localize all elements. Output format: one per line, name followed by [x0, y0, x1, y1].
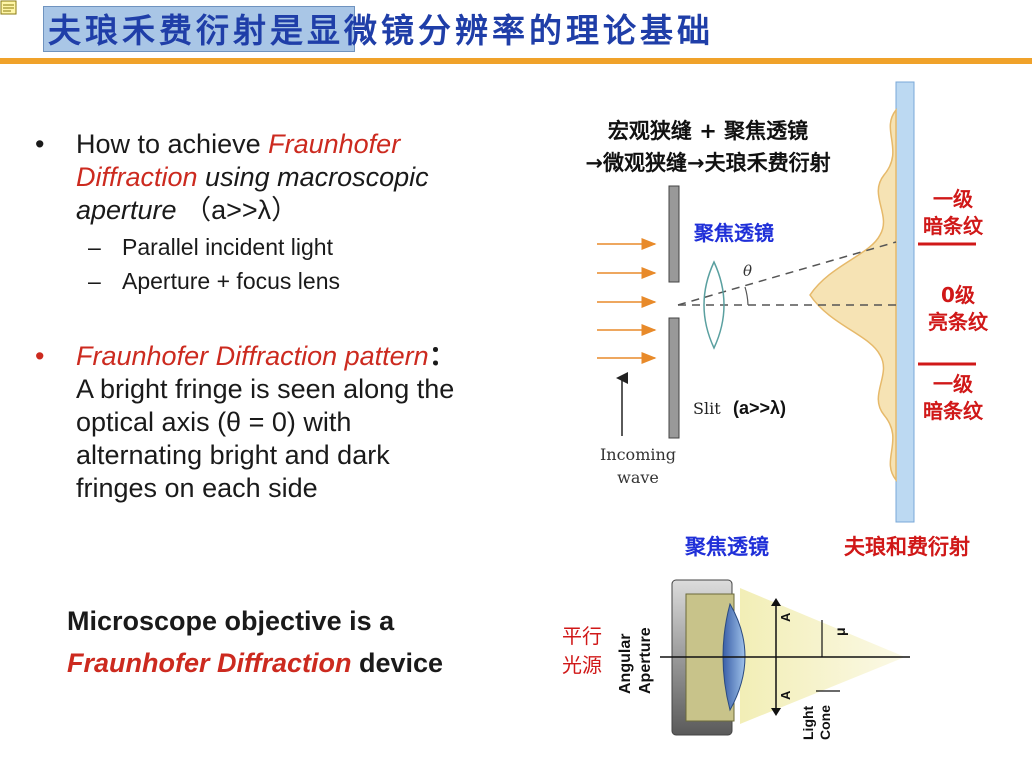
bottom-line-2-red: Fraunhofer Diffraction: [67, 648, 352, 678]
sub-dash-2: –: [88, 268, 101, 294]
a-top-label: A: [778, 612, 793, 622]
mu-label: μ: [832, 627, 848, 636]
sub-bullet-2: Aperture + focus lens: [122, 268, 340, 294]
bright-fringe-zero-2: 亮条纹: [928, 310, 989, 334]
bullet-2-line-1: A bright fringe is seen along the: [76, 374, 455, 404]
lens-label: 聚焦透镜: [693, 221, 774, 245]
bright-fringe-zero-1: 0级: [941, 283, 975, 307]
dark-fringe-bottom-1: 一级: [933, 372, 973, 396]
note-icon[interactable]: [0, 0, 18, 18]
diffraction-diagram: 宏观狭缝 + 聚焦透镜 →微观狭缝→夫琅禾费衍射 聚焦透镜 θ Slit (a>…: [585, 81, 989, 559]
dark-fringe-top-1: 一级: [933, 187, 973, 211]
caption-line-2: →微观狭缝→夫琅禾费衍射: [585, 151, 830, 175]
a-bottom-label: A: [778, 690, 793, 700]
angular-label: Angular: [617, 634, 634, 694]
slide-title: 夫琅禾费衍射是显微镜分辨率的理论基础: [48, 4, 714, 52]
cone-label: Cone: [817, 705, 833, 740]
bullet-1-line2: using macroscopic: [197, 162, 429, 192]
slit-label: Slit: [693, 399, 721, 418]
title-rest-text: 是显微镜分辨率的理论基础: [270, 11, 714, 50]
microscope-objective-figure: Angular Aperture A A μ Light Cone 平行 光源: [562, 579, 910, 740]
bullet-1-red-1: Fraunhofer: [268, 129, 401, 159]
sub-dash-1: –: [88, 234, 101, 260]
slit-lower: [668, 317, 680, 439]
caption-line-1: 宏观狭缝 + 聚焦透镜: [608, 119, 808, 143]
bullet-dot-2: •: [35, 341, 45, 371]
bottom-fraunhofer-label: 夫琅和费衍射: [844, 535, 970, 559]
bottom-statement: Microscope objective is a Fraunhofer Dif…: [67, 600, 443, 684]
incoming-label-2: wave: [617, 468, 659, 487]
slit-upper: [668, 185, 680, 283]
dark-fringe-bottom-2: 暗条纹: [923, 399, 984, 423]
bullet-1-red-2: Diffraction: [76, 162, 198, 192]
bullet-2-line-4: fringes on each side: [76, 473, 318, 503]
theta-label: θ: [743, 262, 752, 280]
title-highlight-text: 夫琅禾费衍射: [48, 11, 270, 50]
focus-lens-shape: [703, 260, 725, 350]
parallel-source-label-1: 平行: [562, 624, 602, 648]
bullet-1-prefix: How to achieve: [76, 129, 269, 159]
bottom-line-2-rest: device: [351, 648, 444, 678]
bullet-2-colon: ：: [428, 341, 456, 371]
parallel-source-label-2: 光源: [562, 653, 602, 677]
angled-ray: [677, 241, 897, 306]
screen: [895, 81, 915, 523]
incoming-label-1: Incoming: [600, 445, 676, 464]
bullet-1: How to achieve Fraunhofer Diffraction us…: [76, 128, 536, 227]
bottom-line-1: Microscope objective is a: [67, 606, 395, 636]
aperture-label: Aperture: [637, 627, 654, 694]
bullet-2-red: Fraunhofer Diffraction pattern: [76, 341, 429, 371]
bottom-lens-label: 聚焦透镜: [684, 535, 769, 559]
bullet-dot-1: •: [35, 129, 45, 159]
bullet-1-line3: aperture: [76, 195, 177, 225]
angle-arc: [744, 286, 749, 306]
light-label: Light: [800, 705, 816, 740]
slit-condition: (a>>λ): [733, 398, 786, 418]
fringe-pattern: [809, 107, 897, 483]
bullet-2: Fraunhofer Diffraction pattern： A bright…: [76, 340, 546, 505]
bullet-1-paren: （a>>λ）: [184, 195, 299, 225]
bullet-2-line-3: alternating bright and dark: [76, 440, 390, 470]
sub-bullet-1: Parallel incident light: [122, 234, 333, 260]
dark-fringe-top-2: 暗条纹: [923, 214, 984, 238]
title-underline: [0, 58, 1032, 64]
bullet-2-line-2: optical axis (θ = 0) with: [76, 407, 352, 437]
title-highlight: [43, 6, 355, 52]
